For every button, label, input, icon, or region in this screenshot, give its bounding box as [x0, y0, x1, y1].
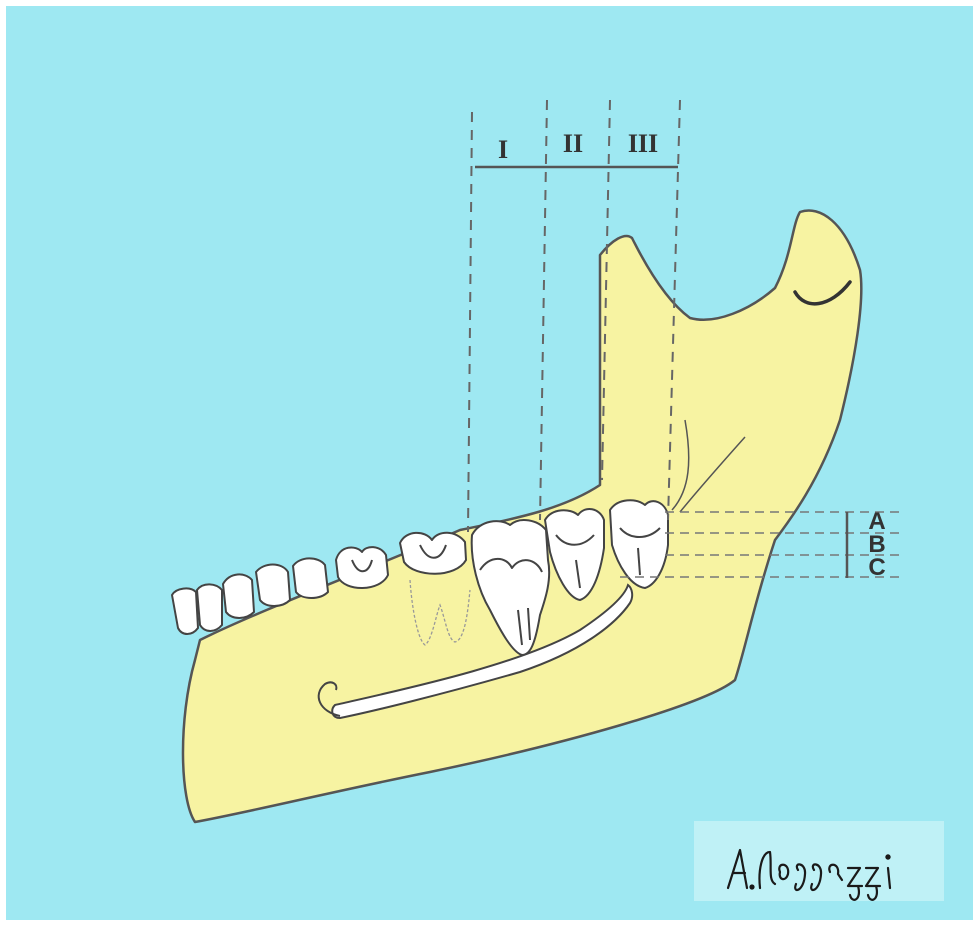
background-panel	[6, 6, 973, 920]
ramus-class-2-label: II	[563, 129, 583, 158]
ramus-class-3-label: III	[628, 129, 658, 158]
incisor-2	[197, 584, 222, 631]
canine	[223, 574, 254, 618]
ramus-class-1-label: I	[498, 135, 508, 164]
molar-1	[336, 547, 388, 588]
premolar-1	[256, 565, 290, 607]
molar-2	[400, 533, 466, 574]
depth-class-c-label: C	[868, 554, 885, 581]
premolar-2	[293, 558, 328, 598]
signature-panel	[694, 821, 944, 901]
